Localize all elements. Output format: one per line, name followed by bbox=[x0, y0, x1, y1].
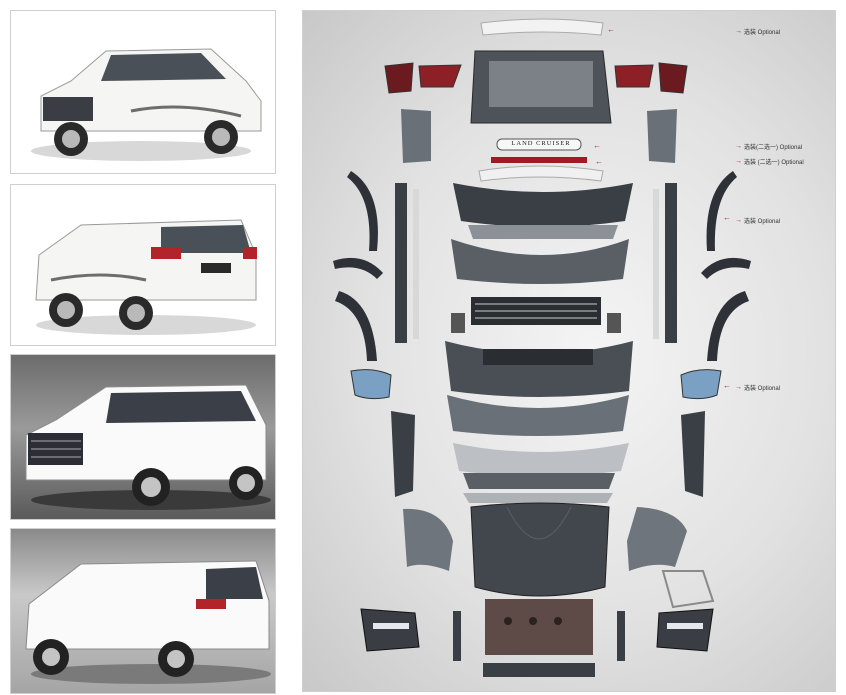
arrow-icon: → bbox=[735, 28, 742, 35]
arrow-icon: → bbox=[735, 143, 742, 150]
arrow-icon: → bbox=[735, 217, 742, 224]
land-cruiser-badge-text: LAND CRUISER bbox=[511, 140, 571, 147]
body-kit-parts-panel: LAND CRUISER ← ← ← ← ← → 选装 Optional → 选… bbox=[302, 10, 836, 692]
vehicle-photo-rear-old bbox=[10, 184, 276, 346]
vehicle-photo-front-old bbox=[10, 10, 276, 174]
arrow-icon: → bbox=[735, 384, 742, 391]
pointer-arrow-badge: ← bbox=[593, 141, 601, 150]
pointer-arrow-flare: ← bbox=[723, 213, 731, 222]
body-kit-parts-illustration bbox=[333, 18, 751, 677]
pointer-arrow-spoiler: ← bbox=[607, 25, 615, 34]
pointer-arrow-mirror: ← bbox=[723, 381, 731, 390]
suv-front-illustration bbox=[31, 48, 262, 161]
optional-label-5: → 选装 Optional bbox=[735, 384, 781, 392]
optional-label-3: → 选装 (二选一) Optional bbox=[735, 158, 804, 166]
vehicle-photo-rear-new bbox=[10, 528, 276, 694]
optional-label-4: → 选装 Optional bbox=[735, 217, 781, 225]
suv-rear-new-illustration bbox=[25, 560, 271, 684]
suv-rear-illustration bbox=[35, 219, 257, 335]
pointer-arrow-trim: ← bbox=[595, 157, 603, 166]
suv-front-new-illustration bbox=[25, 384, 271, 510]
arrow-icon: → bbox=[735, 158, 742, 165]
vehicle-photo-front-new bbox=[10, 354, 276, 520]
optional-label-2: → 选装(二选一) Optional bbox=[735, 143, 803, 151]
optional-label-1: → 选装 Optional bbox=[735, 28, 781, 36]
